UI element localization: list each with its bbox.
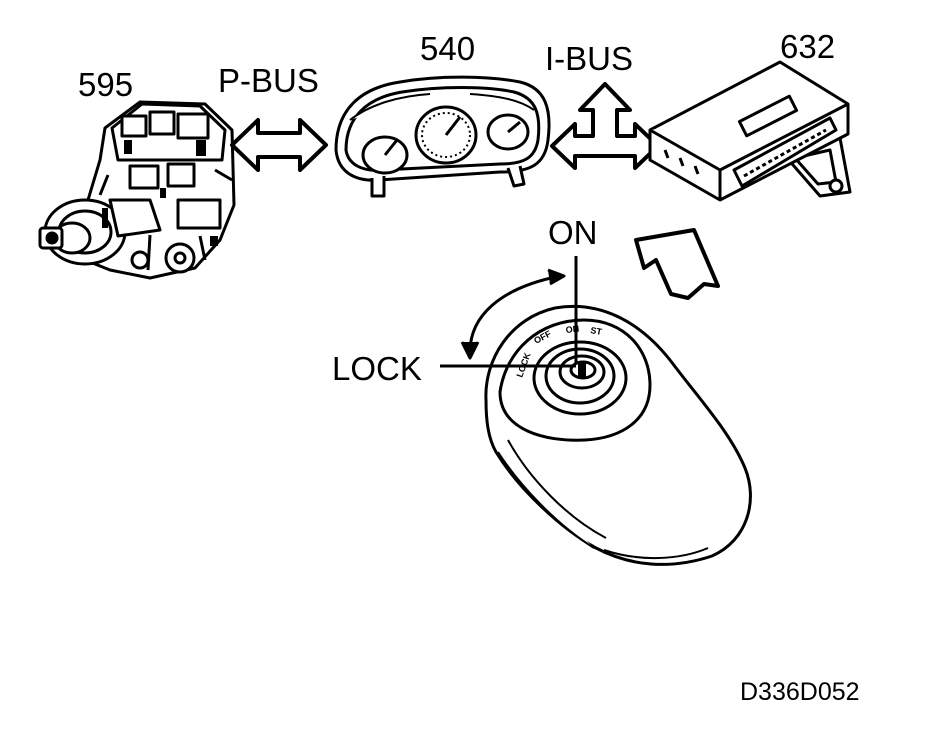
label-i-bus: I-BUS [545, 40, 633, 77]
label-on: ON [548, 214, 598, 251]
injection-pump-shading [102, 140, 218, 246]
ignition-switch [484, 304, 752, 566]
label-p-bus: P-BUS [218, 62, 319, 99]
instrument-cluster-540 [334, 75, 551, 198]
label-632: 632 [780, 28, 835, 65]
label-lock: LOCK [332, 350, 422, 387]
p-bus-double-arrow [230, 118, 328, 172]
injection-pump-595 [38, 100, 236, 280]
i-bus-three-way-arrow [550, 82, 660, 170]
ring-label-on: ON [565, 324, 579, 335]
control-module-632 [648, 60, 852, 202]
label-595: 595 [78, 66, 133, 103]
label-540: 540 [420, 30, 475, 67]
signal-hint-arrow [634, 228, 720, 300]
figure-code: D336D052 [740, 678, 860, 706]
key-rotation-arc [460, 268, 566, 360]
ring-label-start: ST [590, 325, 604, 337]
